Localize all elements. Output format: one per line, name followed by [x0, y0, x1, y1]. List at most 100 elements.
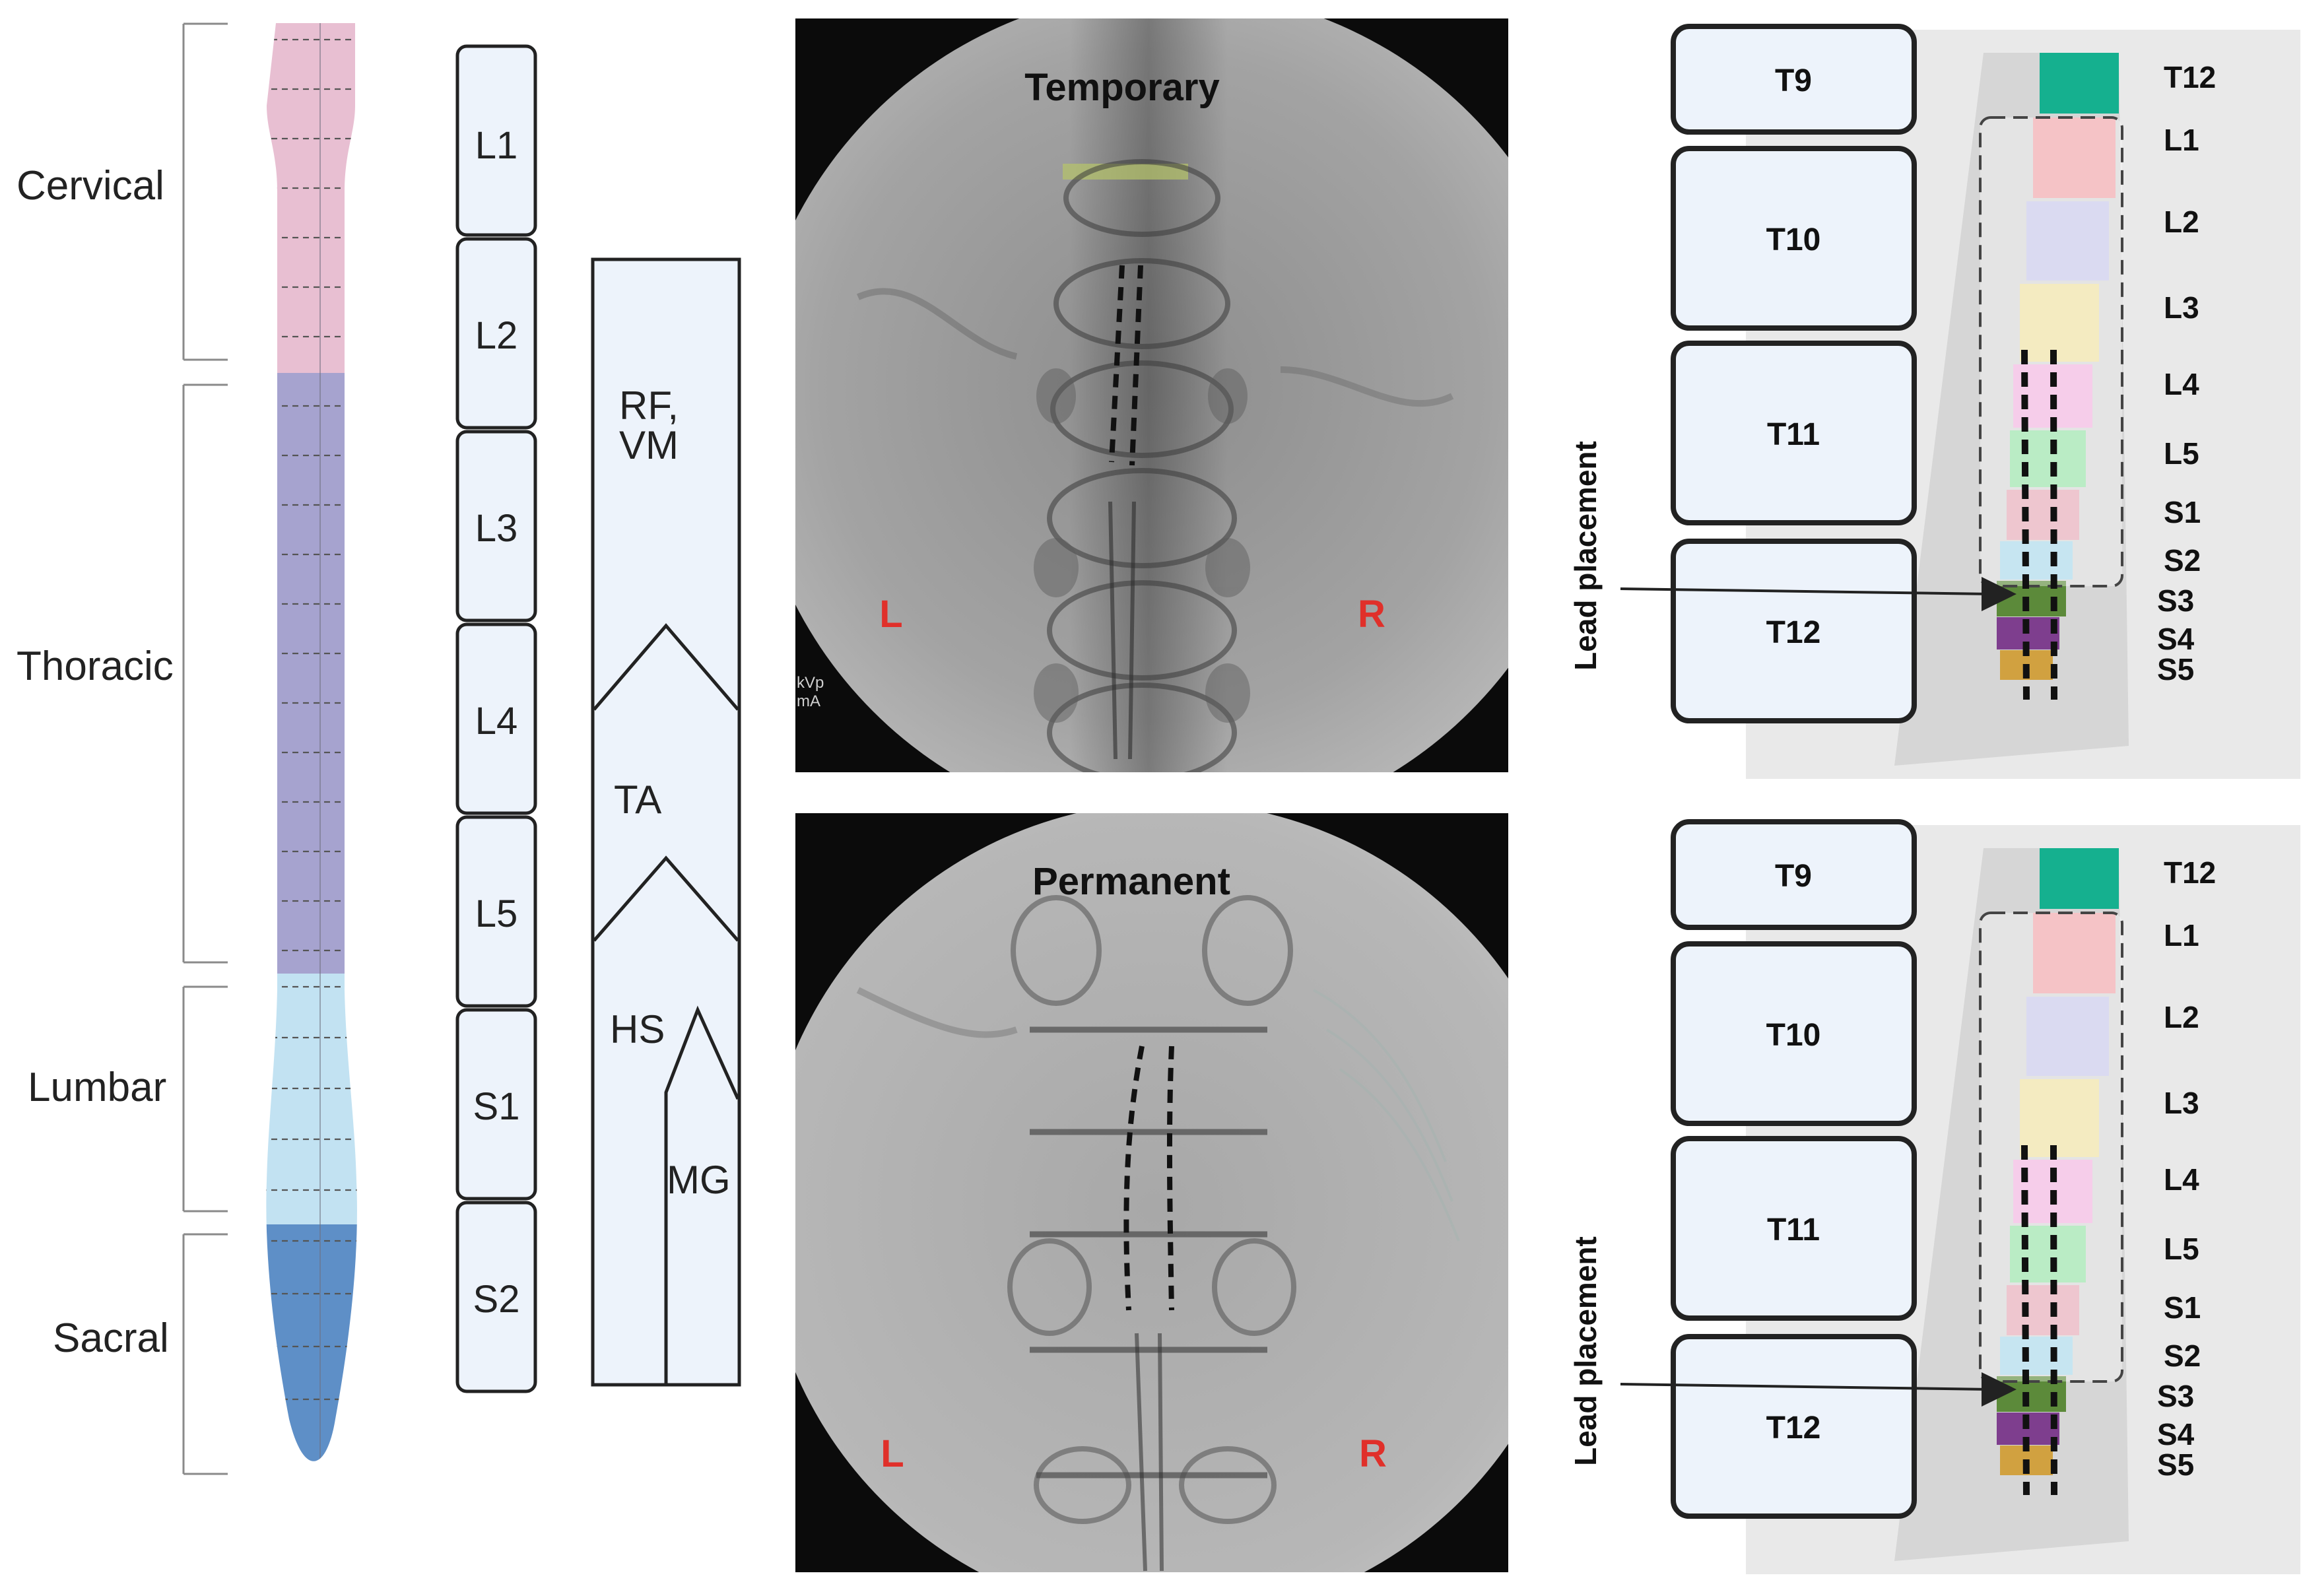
- model-segment-label-l2: L2: [2164, 205, 2199, 239]
- segment-label-s1: S1: [473, 1085, 520, 1128]
- segment-box-s2: [455, 1201, 537, 1393]
- cord-segment-s2: [2000, 1337, 2073, 1375]
- muscle-label-mg: MG: [667, 1158, 731, 1202]
- cord-segment-l3: [2020, 1079, 2099, 1157]
- segment-label-s2: S2: [473, 1278, 520, 1321]
- sacral-bracket: [182, 1233, 228, 1475]
- lumbar-label: Lumbar: [28, 1065, 166, 1110]
- segment-label-l2: L2: [475, 314, 518, 357]
- vertebra-label-t9: T9: [1775, 63, 1812, 98]
- cord-segment-l2: [2026, 997, 2109, 1076]
- temporary-right-marker: R: [1358, 593, 1385, 636]
- cord-segment-s1: [2007, 490, 2079, 540]
- vertebra-box-t10: [1671, 941, 1917, 1126]
- lead-placement-arrow-line: [1620, 587, 1991, 595]
- cord-segment-t12: [2040, 53, 2119, 114]
- vertebra-label-t9: T9: [1775, 859, 1812, 894]
- model-segment-label-s3: S3: [2157, 583, 2194, 618]
- vertebra-box-t9: [1671, 819, 1917, 930]
- muscle-innervation-column: RF, VM TA HS MG: [591, 257, 741, 1387]
- vertebra-box-t9: [1671, 24, 1917, 135]
- temporary-corner-text: kVp mA: [797, 674, 828, 710]
- cervical-bracket: [182, 22, 228, 361]
- cord-segment-s1: [2007, 1285, 2079, 1335]
- lead-placement-label: Lead placement: [1568, 1236, 1603, 1466]
- lumbar-bracket: [182, 985, 228, 1213]
- segment-label-l1: L1: [475, 124, 518, 167]
- segment-box-s1: [455, 1008, 537, 1201]
- fluoroscopy-permanent: Permanent L R: [795, 813, 1508, 1572]
- cervical-label: Cervical: [17, 163, 164, 209]
- lead-right: [2050, 1145, 2057, 1496]
- sacral-region-fill: [266, 1224, 357, 1461]
- model-segment-label-l4: L4: [2164, 367, 2199, 401]
- muscle-label-ta: TA: [614, 778, 661, 822]
- muscle-divider-ta-hs: [593, 855, 739, 942]
- model-segment-label-s2: S2: [2164, 543, 2201, 578]
- lead-right: [2050, 349, 2057, 700]
- model-segment-label-s1: S1: [2164, 1290, 2201, 1325]
- muscle-divider-hs-mg: [664, 1005, 740, 1383]
- cord-segment-s2: [2000, 541, 2073, 580]
- sacral-label: Sacral: [53, 1315, 169, 1361]
- model-segment-label-l1: L1: [2164, 918, 2199, 952]
- model-segment-label-s3: S3: [2157, 1379, 2194, 1413]
- model-segment-label-l5: L5: [2164, 1232, 2199, 1266]
- temporary-title: Temporary: [1024, 66, 1219, 109]
- lead-placement-arrowhead: [1982, 577, 2017, 611]
- muscle-divider-rf-ta: [593, 623, 739, 711]
- lead-left: [2021, 1145, 2030, 1496]
- segment-label-l4: L4: [475, 700, 518, 743]
- lead-placement-arrowhead: [1982, 1372, 2017, 1407]
- vertebra-box-t12: [1671, 539, 1917, 723]
- model-segment-label-l2: L2: [2164, 1000, 2199, 1034]
- model-segment-label-s5: S5: [2157, 652, 2194, 686]
- segment-boxes: L1 L2 L3 L4 L5 S1 S2: [455, 44, 537, 1393]
- cord-segment-l2: [2026, 201, 2109, 281]
- temporary-left-marker: L: [879, 593, 902, 636]
- vertebra-box-t11: [1671, 1136, 1917, 1321]
- model-segment-label-l3: L3: [2164, 1086, 2199, 1120]
- lumbar-region-fill: [266, 974, 357, 1224]
- lead-left: [2021, 349, 2030, 700]
- model-segment-label-l1: L1: [2164, 123, 2199, 157]
- model-segment-label-t12: T12: [2164, 60, 2216, 94]
- segment-box-l2: [455, 237, 537, 430]
- segment-label-l3: L3: [475, 507, 518, 550]
- lead-placement-arrow-line: [1620, 1383, 1991, 1391]
- segment-box-l1: [455, 44, 537, 237]
- vertebra-label-t10: T10: [1766, 222, 1821, 257]
- muscle-label-hs: HS: [610, 1007, 665, 1051]
- cord-segment-l1: [2033, 913, 2116, 993]
- thoracic-region-fill: [266, 373, 357, 974]
- spinal-cord-schematic: Cervical Thoracic Lumbar Sacral: [17, 22, 357, 1475]
- permanent-right-marker: R: [1359, 1432, 1387, 1475]
- model-segment-label-s2: S2: [2164, 1339, 2201, 1373]
- vertebra-label-t11: T11: [1767, 417, 1820, 452]
- cervical-region-fill: [266, 23, 357, 373]
- fluoroscopy-temporary: Temporary L R kVp mA: [795, 18, 1508, 772]
- vertebra-label-t12: T12: [1766, 615, 1821, 650]
- vertebra-box-t10: [1671, 146, 1917, 331]
- thoracic-label: Thoracic: [17, 644, 174, 689]
- vertebra-label-t12: T12: [1766, 1411, 1821, 1446]
- muscle-label-rf-vm: RF, VM: [619, 383, 690, 467]
- vertebra-label-t10: T10: [1766, 1018, 1821, 1053]
- segment-box-l3: [455, 430, 537, 622]
- model-segment-label-s4: S4: [2157, 622, 2195, 656]
- permanent-left-marker: L: [881, 1432, 904, 1475]
- model-segment-label-l5: L5: [2164, 436, 2199, 471]
- model-segment-label-s1: S1: [2164, 495, 2201, 529]
- lead-placement-label: Lead placement: [1568, 441, 1603, 671]
- model-segment-label-l3: L3: [2164, 290, 2199, 325]
- cord-segment-t12: [2040, 848, 2119, 909]
- thoracic-bracket: [182, 383, 228, 964]
- vertebra-box-t11: [1671, 341, 1917, 525]
- model-segment-label-s5: S5: [2157, 1447, 2194, 1482]
- model-segment-label-s4: S4: [2157, 1417, 2195, 1451]
- segment-label-l5: L5: [475, 892, 518, 935]
- segment-box-l5: [455, 815, 537, 1008]
